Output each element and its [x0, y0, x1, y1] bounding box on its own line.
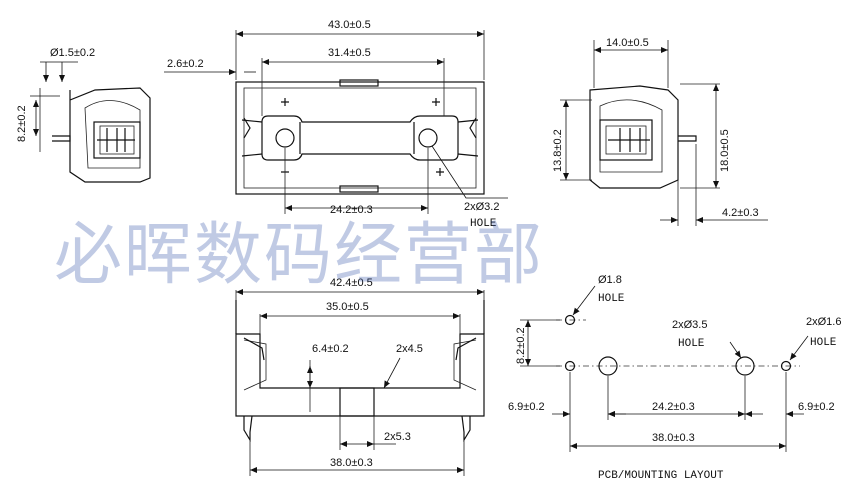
pcb-dim-69-left: 6.9±0.2 [508, 401, 545, 413]
pcb-layout [520, 285, 809, 452]
pcb-dim-380: 38.0±0.3 [652, 432, 695, 444]
right-side-view [560, 40, 768, 226]
dim-inner-length: 31.4±0.5 [328, 47, 371, 59]
left-side-view [30, 61, 151, 183]
dim-pin-dia: Ø1.5±0.2 [50, 47, 95, 59]
dim-pin-height: 8.2±0.2 [16, 105, 28, 142]
pcb-hole-16-label: 2xØ1.6 [806, 316, 841, 328]
dim-wall: 2.6±0.2 [167, 58, 204, 70]
dim-width: 14.0±0.5 [606, 37, 649, 49]
top-view [164, 30, 508, 214]
dim-bottom-inner: 35.0±0.5 [326, 301, 369, 313]
pcb-hole-16-word: HOLE [810, 337, 837, 349]
front-view [235, 289, 485, 476]
pcb-hole-35-word: HOLE [678, 338, 705, 350]
pcb-title: PCB/MOUNTING LAYOUT [598, 470, 724, 482]
pcb-dim-69-right: 6.9±0.2 [798, 401, 835, 413]
pcb-dim-82: 8.2±0.2 [515, 327, 527, 364]
watermark: 必晖数码经营部 [54, 216, 544, 295]
pcb-hole-large-right [735, 356, 755, 376]
dim-height-inner: 13.8±0.2 [552, 129, 564, 172]
dim-height-outer: 18.0±0.5 [719, 129, 731, 172]
pcb-hole-18-word: HOLE [598, 293, 625, 305]
dim-overall-length: 43.0±0.5 [328, 19, 371, 31]
dim-bottom-38: 38.0±0.3 [330, 457, 373, 469]
pcb-hole-small-top [564, 314, 576, 326]
pcb-hole-small-left [564, 360, 576, 372]
pcb-dim-242: 24.2±0.3 [652, 401, 695, 413]
dim-bottom-length: 42.4±0.5 [330, 277, 373, 289]
dim-bottom-53: 2x5.3 [384, 431, 411, 443]
pcb-hole-large-left [598, 356, 618, 376]
pcb-hole-small-right [780, 360, 792, 372]
dim-pin-offset: 4.2±0.3 [722, 207, 759, 219]
hole-label-top: HOLE [470, 218, 497, 230]
pcb-hole-35-label: 2xØ3.5 [672, 319, 707, 331]
pcb-hole-18-label: Ø1.8 [598, 274, 622, 286]
dim-bottom-64: 6.4±0.2 [312, 343, 349, 355]
dim-hole-dia: 2xØ3.2 [464, 201, 499, 213]
dim-hole-spacing: 24.2±0.3 [330, 204, 373, 216]
dim-bottom-45: 2x4.5 [396, 343, 423, 355]
